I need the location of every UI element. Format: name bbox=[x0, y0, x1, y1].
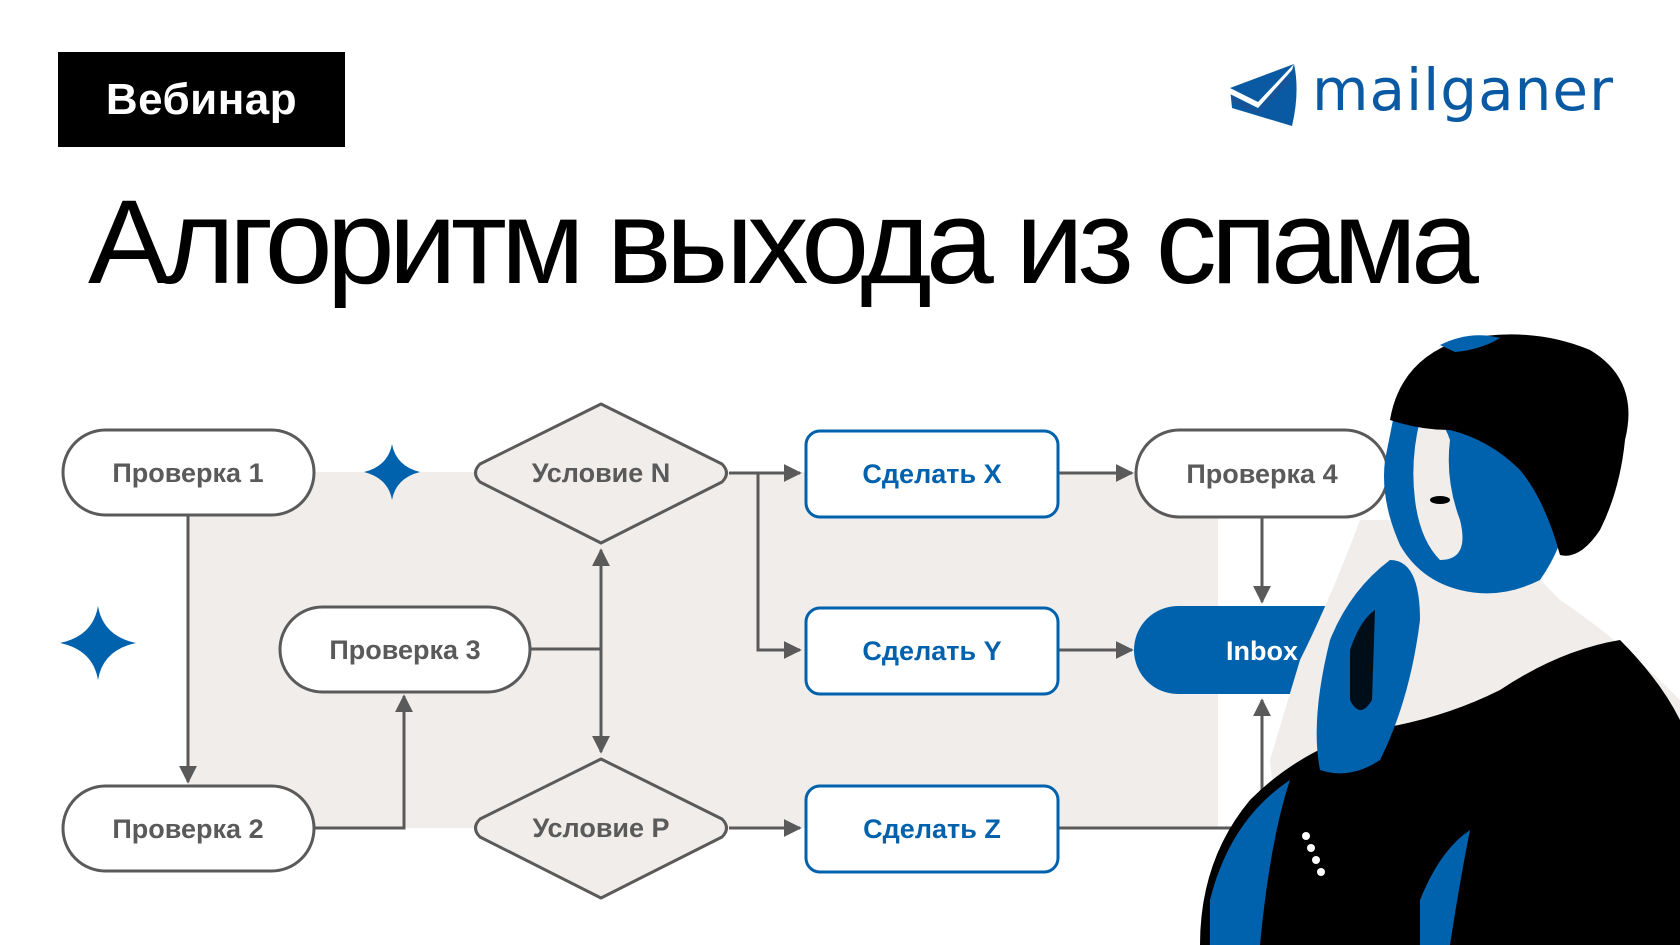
node-inbox-label: Inbox bbox=[1226, 636, 1298, 666]
node-doX-label: Сделать X bbox=[862, 459, 1001, 489]
node-check4-label: Проверка 4 bbox=[1186, 459, 1337, 489]
node-inbox[interactable]: Inbox bbox=[1134, 606, 1394, 694]
brand-logo: mailganer bbox=[1228, 56, 1614, 128]
envelope-check-icon bbox=[1230, 64, 1297, 126]
node-check4[interactable]: Проверка 4 bbox=[1134, 428, 1390, 519]
sparkle-star-icon bbox=[364, 444, 420, 500]
node-check1[interactable]: Проверка 1 bbox=[61, 428, 316, 517]
node-condN[interactable]: Условие N bbox=[474, 402, 728, 545]
node-doZ[interactable]: Сделать Z bbox=[804, 784, 1060, 874]
webinar-badge: Вебинар bbox=[58, 52, 345, 147]
node-check2[interactable]: Проверка 2 bbox=[61, 784, 316, 873]
logo-wordmark: mailganer bbox=[1312, 56, 1614, 124]
node-condP[interactable]: Условие P bbox=[474, 757, 728, 900]
node-check1-label: Проверка 1 bbox=[112, 458, 263, 488]
sparkle-star-icon bbox=[60, 606, 136, 680]
node-condP-label: Условие P bbox=[532, 813, 669, 843]
node-doX[interactable]: Сделать X bbox=[804, 429, 1060, 519]
node-doY-label: Сделать Y bbox=[862, 636, 1001, 666]
node-check3-label: Проверка 3 bbox=[329, 635, 480, 665]
node-doY[interactable]: Сделать Y bbox=[804, 606, 1060, 696]
node-condN-label: Условие N bbox=[532, 458, 671, 488]
node-check2-label: Проверка 2 bbox=[112, 814, 263, 844]
page-title: Алгоритм выхода из спама bbox=[88, 175, 1479, 309]
node-doZ-label: Сделать Z bbox=[863, 814, 1001, 844]
webinar-badge-label: Вебинар bbox=[105, 74, 298, 124]
edge-check2-check3 bbox=[314, 694, 413, 830]
node-check3[interactable]: Проверка 3 bbox=[278, 605, 532, 694]
edge-condN-doY bbox=[756, 473, 802, 659]
